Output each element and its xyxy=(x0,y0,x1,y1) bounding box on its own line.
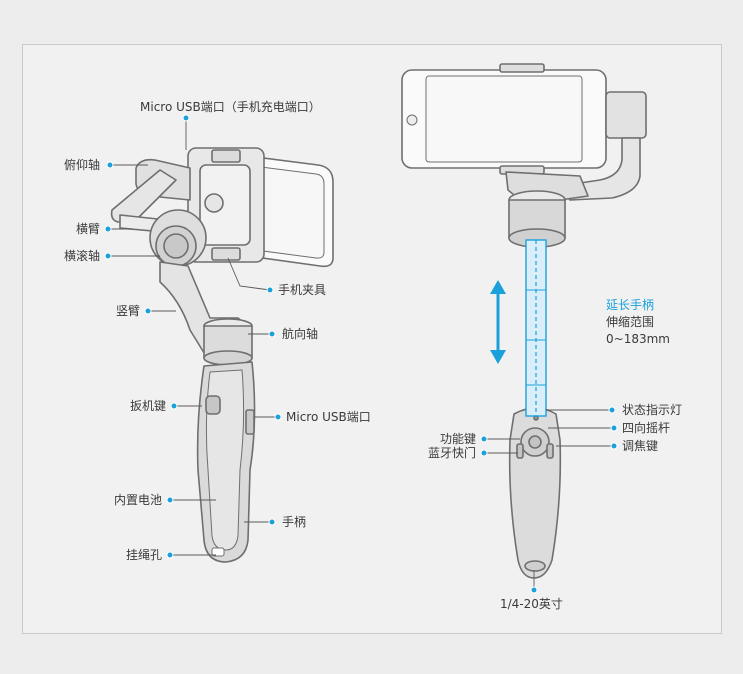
label-pan-axis: 航向轴 xyxy=(282,327,318,341)
label-function-key: 功能键 xyxy=(400,432,476,446)
label-joystick: 四向摇杆 xyxy=(622,421,670,435)
extend-arrow xyxy=(490,280,506,364)
label-phone-clamp: 手机夹具 xyxy=(278,283,326,297)
label-roll-axis: 横滚轴 xyxy=(40,249,100,263)
right-pitch-motor xyxy=(606,92,646,138)
label-cross-arm: 横臂 xyxy=(40,222,100,236)
label-status-light: 状态指示灯 xyxy=(622,403,682,417)
label-micro-usb-port: Micro USB端口 xyxy=(286,410,371,424)
label-pitch-axis: 俯仰轴 xyxy=(40,158,100,172)
label-lanyard-hole: 挂绳孔 xyxy=(100,548,162,562)
label-trigger: 扳机键 xyxy=(100,399,166,413)
label-vertical-arm: 竖臂 xyxy=(80,304,140,318)
label-extend-range: 伸缩范围 xyxy=(606,315,654,329)
label-focus-key: 调焦键 xyxy=(622,439,658,453)
label-micro-usb-charging-port: Micro USB端口（手机充电端口） xyxy=(140,100,321,114)
label-battery: 内置电池 xyxy=(90,493,162,507)
label-thread-mount: 1/4-20英寸 xyxy=(500,597,563,611)
label-extend-handle: 延长手柄 xyxy=(606,298,654,312)
label-extend-range-value: 0~183mm xyxy=(606,332,670,346)
extension-rod xyxy=(526,240,546,416)
label-handle: 手柄 xyxy=(282,515,306,529)
label-bluetooth-shutter: 蓝牙快门 xyxy=(400,446,476,460)
